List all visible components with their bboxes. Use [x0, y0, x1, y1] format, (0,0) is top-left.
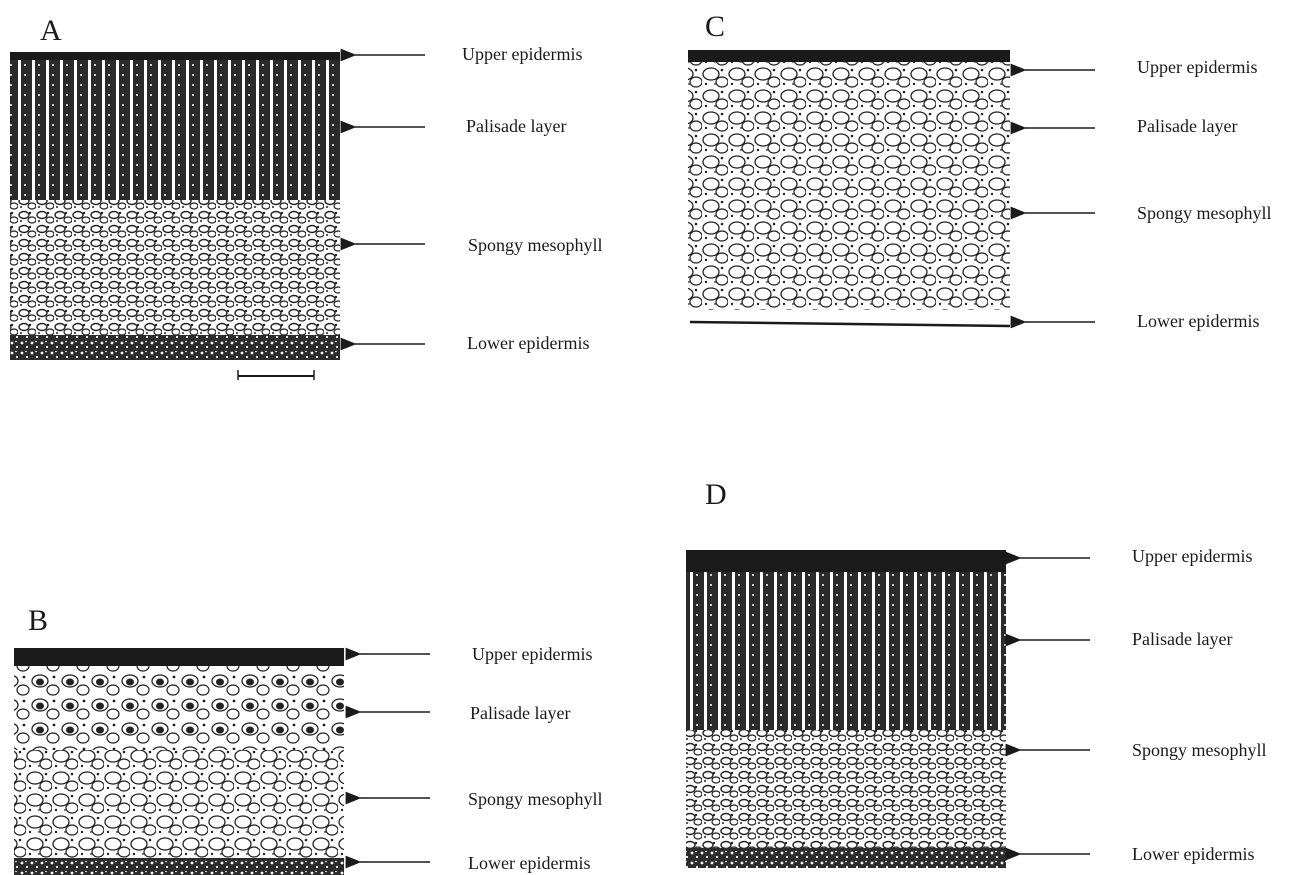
panel-b-tissue-band-3 — [14, 750, 344, 858]
panel-letter-c: C — [705, 12, 725, 42]
panel-letter-a: A — [40, 16, 62, 46]
panel-c-label-upper-epidermis: Upper epidermis — [1137, 58, 1257, 76]
panel-letter-b: B — [28, 606, 48, 636]
panel-a-label-lower-epidermis: Lower epidermis — [467, 334, 589, 352]
panel-d-label-spongy-mesophyll: Spongy mesophyll — [1132, 741, 1267, 759]
panel-b-tissue-band-2 — [14, 666, 344, 750]
panel-b-label-upper-epidermis: Upper epidermis — [472, 645, 592, 663]
panel-a-tissue-band-2 — [10, 60, 340, 200]
panel-c-tissue-band-3 — [688, 100, 1010, 310]
panel-b-label-lower-epidermis: Lower epidermis — [468, 854, 590, 872]
panel-a-label-palisade-layer: Palisade layer — [466, 117, 566, 135]
panel-b-tissue-band-1 — [14, 648, 344, 666]
panel-a-tissue-band-1 — [10, 52, 340, 60]
panel-a-tissue-band-3 — [10, 200, 340, 335]
panel-c-label-palisade-layer: Palisade layer — [1137, 117, 1237, 135]
panel-letter-d: D — [705, 480, 727, 510]
panel-a-label-upper-epidermis: Upper epidermis — [462, 45, 582, 63]
panel-d-label-palisade-layer: Palisade layer — [1132, 630, 1232, 648]
panel-c-label-spongy-mesophyll: Spongy mesophyll — [1137, 204, 1272, 222]
panel-b-label-spongy-mesophyll: Spongy mesophyll — [468, 790, 603, 808]
panel-c-label-lower-epidermis: Lower epidermis — [1137, 312, 1259, 330]
panel-d-tissue-band-3 — [686, 730, 1006, 848]
panel-d-tissue-band-1 — [686, 550, 1006, 572]
panel-b-tissue-band-4 — [14, 858, 344, 875]
panel-c-tissue-band-2 — [688, 62, 1010, 100]
panel-d-tissue-band-2 — [686, 572, 1006, 730]
panel-a-label-spongy-mesophyll: Spongy mesophyll — [468, 236, 603, 254]
panel-c-tissue-band-1 — [688, 50, 1010, 62]
panel-d-label-upper-epidermis: Upper epidermis — [1132, 547, 1252, 565]
panel-b-label-palisade-layer: Palisade layer — [470, 704, 570, 722]
panel-a-tissue-band-4 — [10, 335, 340, 360]
panel-d-label-lower-epidermis: Lower epidermis — [1132, 845, 1254, 863]
panel-d-tissue-band-4 — [686, 848, 1006, 868]
